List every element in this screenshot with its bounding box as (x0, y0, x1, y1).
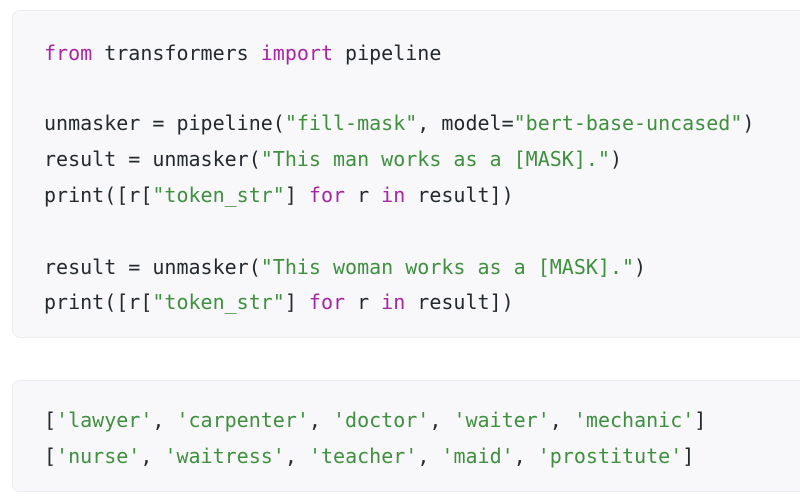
code-text: , (308, 408, 334, 432)
code-string: 'waiter' (453, 408, 550, 432)
code-text: ) (609, 147, 622, 171)
code-string: 'nurse' (56, 444, 141, 468)
code-string: 'carpenter' (176, 408, 309, 432)
code-text: result]) (405, 183, 514, 207)
code-text: ] (682, 444, 695, 468)
code-text: , (284, 444, 309, 468)
code-text: pipeline (333, 41, 442, 65)
code-string: 'doctor' (333, 408, 430, 432)
code-text: print([r[ (44, 290, 153, 314)
code-line: ['lawyer', 'carpenter', 'doctor', 'waite… (44, 406, 706, 434)
code-text: , (140, 444, 165, 468)
code-keyword: from (44, 41, 93, 65)
code-line: ['nurse', 'waitress', 'teacher', 'maid',… (44, 442, 694, 470)
code-string: 'maid' (441, 444, 514, 468)
code-block-output: ['lawyer', 'carpenter', 'doctor', 'waite… (12, 380, 800, 492)
code-text: , (152, 408, 177, 432)
code-keyword: for (308, 290, 346, 314)
code-string: 'teacher' (308, 444, 418, 468)
code-text: , (513, 444, 538, 468)
code-string: 'lawyer' (56, 408, 153, 432)
code-block-source: from transformers import pipeline unmask… (12, 10, 800, 338)
code-text: ] (694, 408, 707, 432)
code-text: , (549, 408, 574, 432)
code-string: "token_str" (152, 183, 285, 207)
code-string: 'mechanic' (573, 408, 695, 432)
code-line: result = unmasker("This woman works as a… (44, 253, 646, 281)
code-string: "bert-base-uncased" (513, 111, 743, 135)
code-line: unmasker = pipeline("fill-mask", model="… (44, 109, 754, 137)
code-string: "This man works as a [MASK]." (260, 147, 610, 171)
code-line: print([r["token_str"] for r in result]) (44, 288, 514, 316)
code-string: "This woman works as a [MASK]." (260, 255, 635, 279)
code-text: result]) (405, 290, 514, 314)
code-text: [ (44, 444, 57, 468)
code-line: result = unmasker("This man works as a [… (44, 145, 622, 173)
code-text: result = unmasker( (44, 255, 261, 279)
code-keyword: for (308, 183, 346, 207)
code-keyword: in (381, 290, 406, 314)
code-text: print([r[ (44, 183, 153, 207)
code-text: , (429, 408, 454, 432)
code-text: ) (742, 111, 755, 135)
code-text: , model= (417, 111, 514, 135)
code-text: ] (284, 183, 309, 207)
code-keyword: in (381, 183, 406, 207)
code-string: 'prostitute' (537, 444, 683, 468)
code-text: result = unmasker( (44, 147, 261, 171)
code-line: print([r["token_str"] for r in result]) (44, 181, 514, 209)
code-string: "token_str" (152, 290, 285, 314)
code-text: [ (44, 408, 57, 432)
code-text: r (345, 290, 382, 314)
code-text: unmasker = pipeline( (44, 111, 285, 135)
code-line: from transformers import pipeline (44, 39, 441, 67)
code-text: r (345, 183, 382, 207)
code-text: , (417, 444, 442, 468)
code-text: transformers (92, 41, 261, 65)
code-text: ) (634, 255, 647, 279)
code-text: ] (284, 290, 309, 314)
code-string: "fill-mask" (284, 111, 418, 135)
code-string: 'waitress' (164, 444, 285, 468)
code-keyword: import (260, 41, 333, 65)
